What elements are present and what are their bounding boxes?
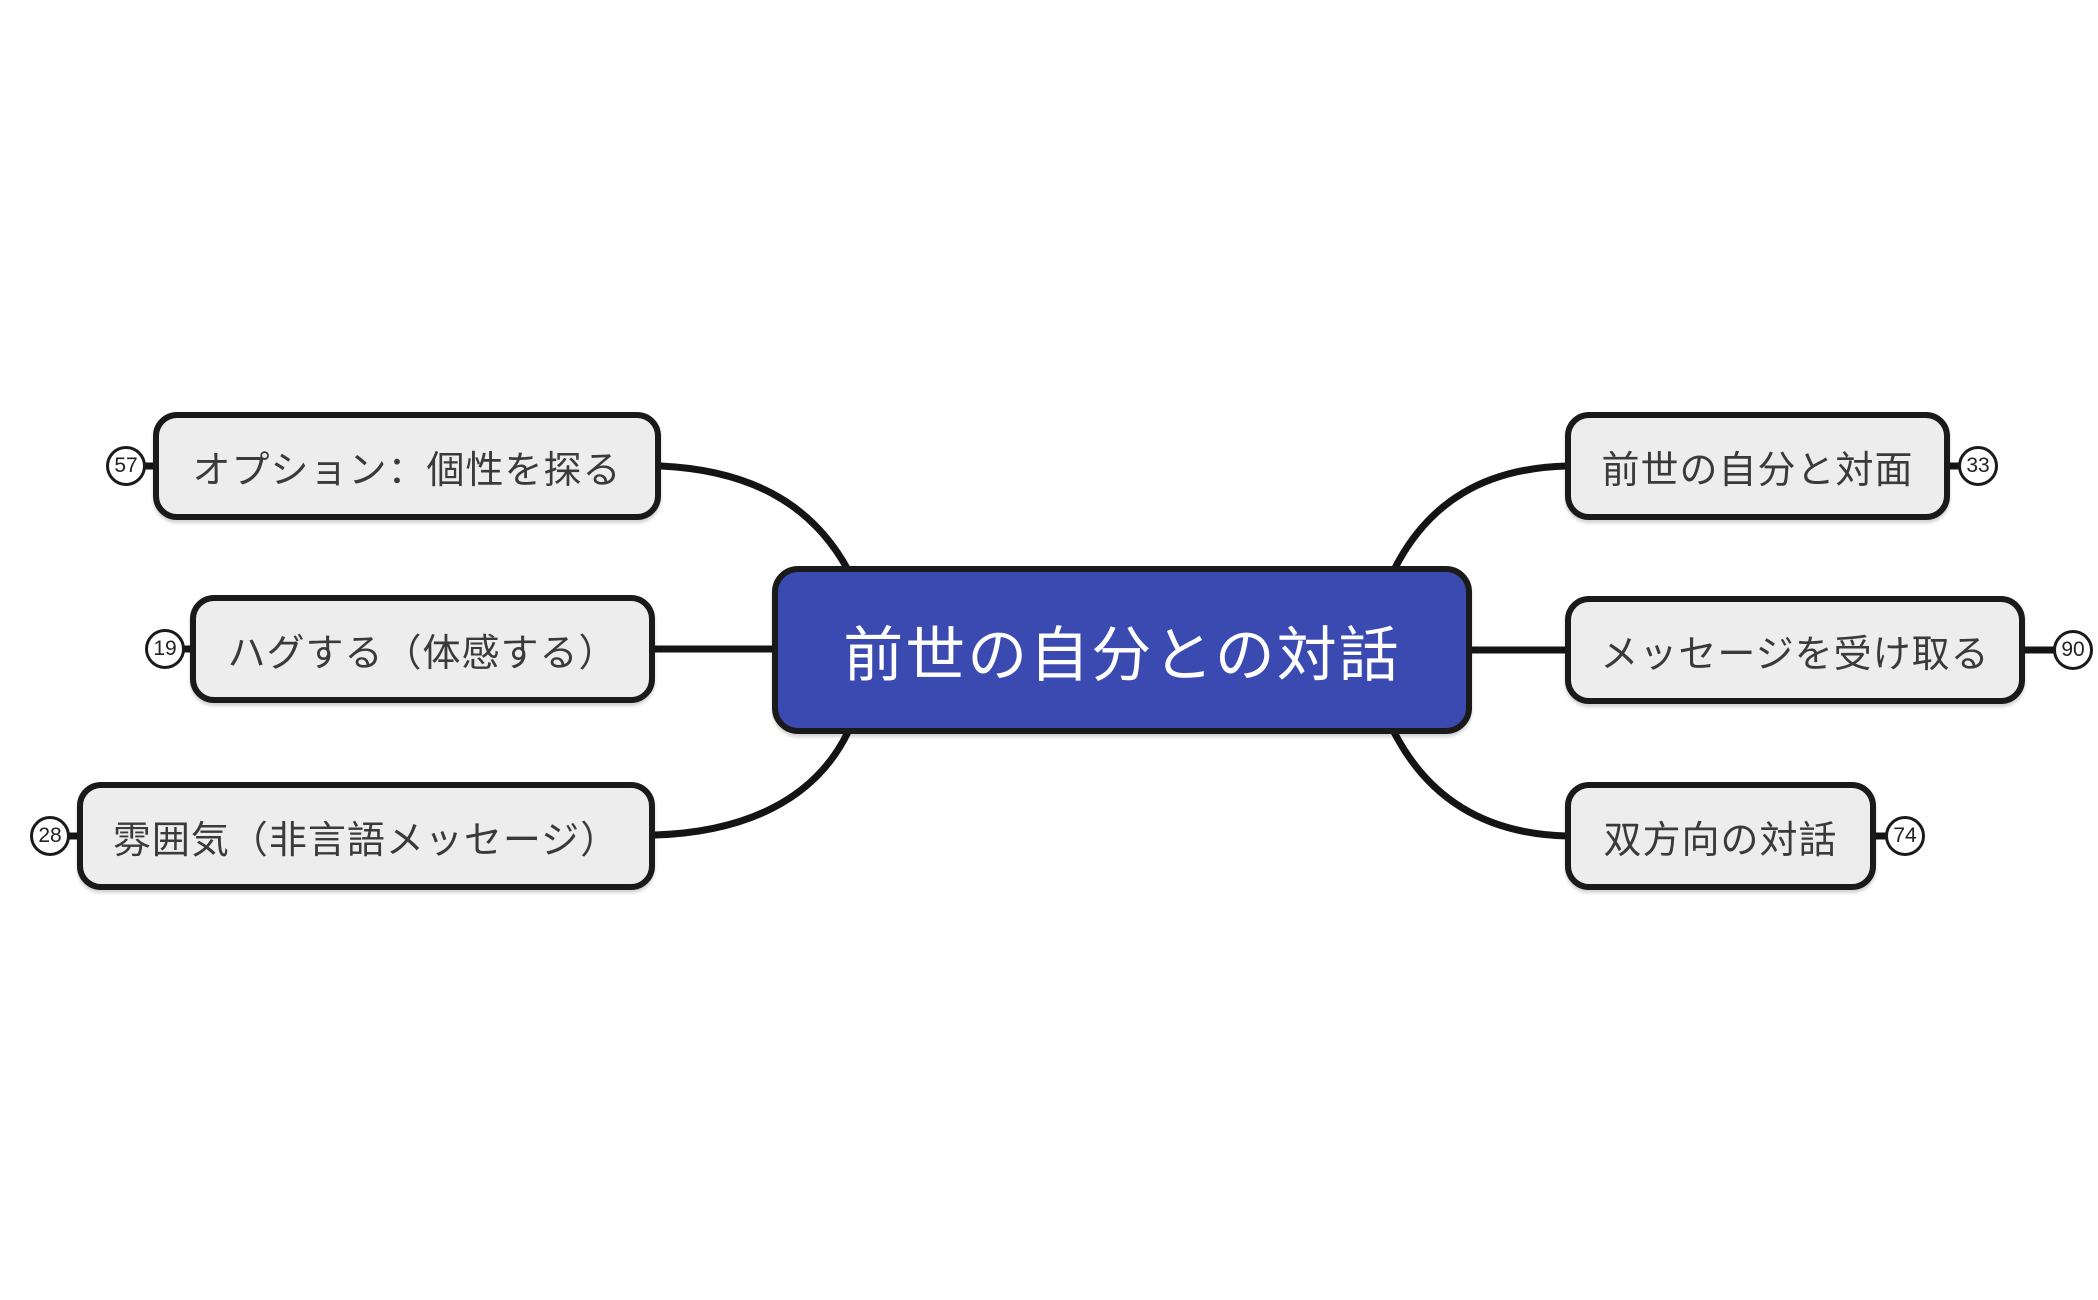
branch-node-left-3[interactable]: 雰囲気（非言語メッセージ） (77, 782, 655, 890)
root-node-label: 前世の自分との対話 (843, 621, 1401, 689)
connector-line (651, 728, 852, 839)
node-count-badge: 57 (106, 446, 146, 486)
branch-node-right-1[interactable]: 前世の自分と対面 (1565, 412, 1950, 520)
node-count-badge: 28 (30, 816, 70, 856)
branch-node-right-2[interactable]: メッセージを受け取る (1565, 596, 2025, 704)
node-count-badge: 90 (2053, 630, 2093, 670)
branch-node-right-3[interactable]: 双方向の対話 (1565, 782, 1876, 890)
branch-node-label: 前世の自分と対面 (1601, 449, 1914, 492)
branch-node-label: ハグする（体感する） (227, 632, 618, 675)
node-count-badge: 74 (1885, 816, 1925, 856)
branch-node-left-2[interactable]: ハグする（体感する） (190, 595, 655, 703)
connector-line (1390, 728, 1571, 840)
node-count-badge: 19 (145, 629, 185, 669)
branch-node-left-1[interactable]: オプション：個性を探る (153, 412, 661, 520)
branch-node-label: メッセージを受け取る (1600, 633, 1990, 676)
branch-node-label: 雰囲気（非言語メッセージ） (112, 819, 620, 862)
branch-node-label: オプション：個性を探る (192, 449, 622, 492)
node-count-badge: 33 (1958, 446, 1998, 486)
connector-line (657, 462, 852, 574)
root-node[interactable]: 前世の自分との対話 (772, 566, 1472, 734)
branch-node-label: 双方向の対話 (1603, 819, 1838, 862)
connector-line (1390, 462, 1571, 574)
